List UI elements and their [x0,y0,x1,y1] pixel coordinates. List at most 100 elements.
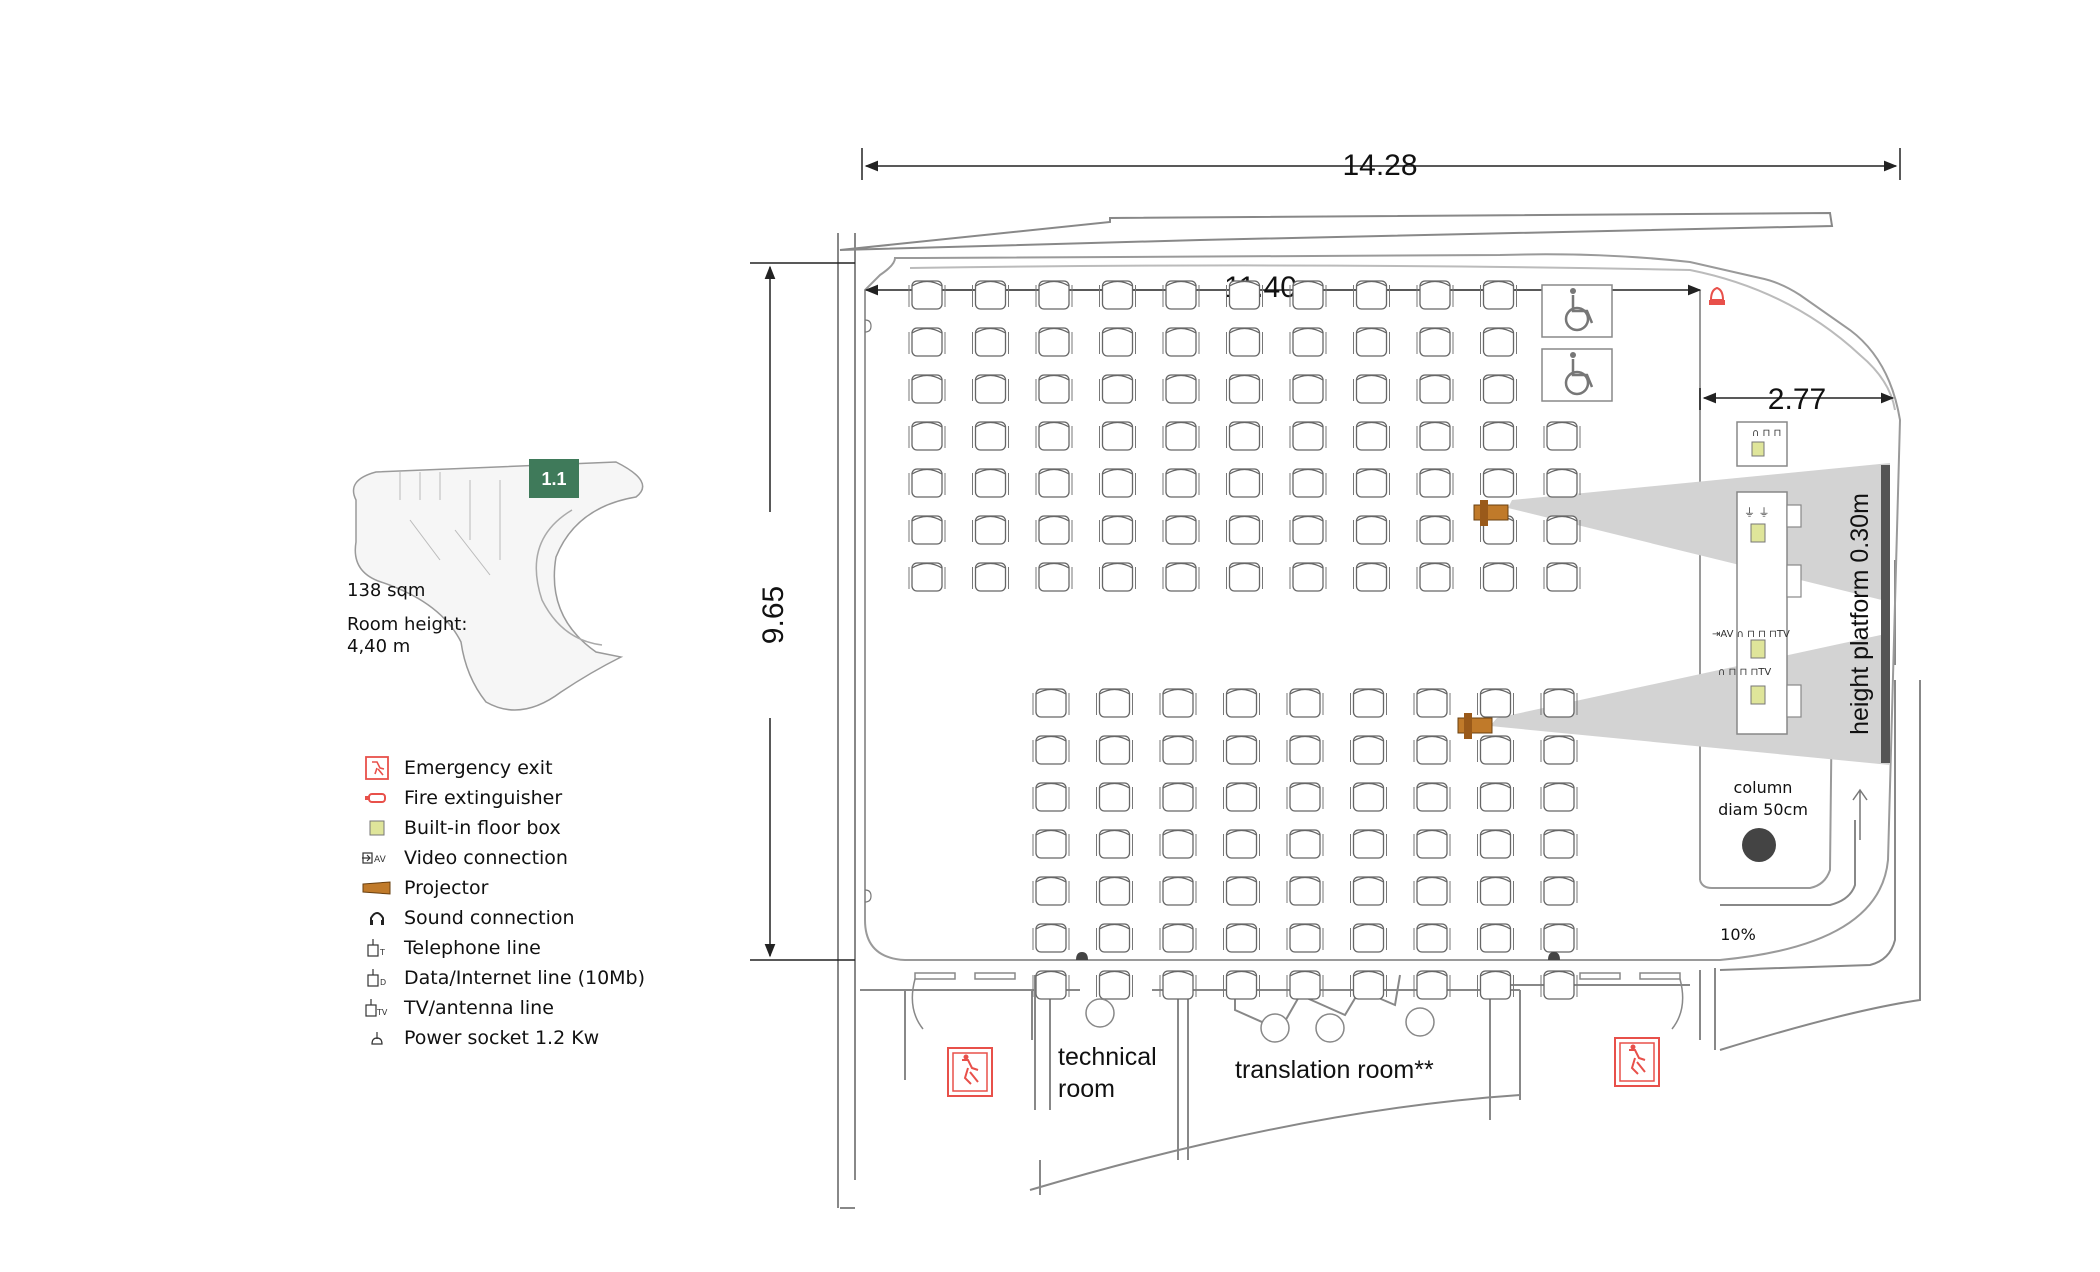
chair [971,327,1010,357]
chair [1479,421,1518,451]
chair [1159,876,1197,906]
chair [1352,468,1391,498]
chair [1159,688,1197,718]
chair [1479,374,1518,404]
chair [1352,327,1391,357]
translation-room-label: translation room** [1235,1056,1434,1084]
chair [1098,421,1137,451]
total-width-dimension: 14.28 [1342,149,1417,182]
chair [1289,421,1327,451]
chair [1476,829,1515,859]
platform-width-dimension: 2.77 [1768,383,1826,416]
legend-item-emergency-exit: Emergency exit [362,753,645,783]
column-diameter-label: diam 50cm [1718,800,1808,819]
depth-dimension: 9.65 [757,586,790,644]
chair [1162,374,1200,404]
chair [1416,515,1454,545]
chair [1476,688,1515,718]
chair [1035,327,1073,357]
tv-antenna-icon: TV [362,995,392,1021]
room-area: 138 sqm [347,580,426,601]
legend-label: Sound connection [404,907,575,929]
chair [1286,876,1324,906]
chair [1159,923,1197,953]
power-socket-icon [362,1025,392,1051]
legend-item-power-socket: Power socket 1.2 Kw [362,1023,645,1053]
technical-room-label-line2: room [1058,1075,1115,1103]
chair [1476,876,1515,906]
legend-label: Projector [404,877,489,899]
chair [1162,280,1200,310]
chair [971,421,1010,451]
chair [1352,515,1391,545]
chair [971,374,1010,404]
chair [1416,280,1454,310]
chair [1413,735,1451,765]
chair [1289,468,1327,498]
chair [1479,280,1518,310]
chair [1225,327,1264,357]
platform-height-label: height platform 0.30m [1846,493,1874,735]
chair [1479,562,1518,592]
chair [1543,562,1581,592]
chair [1222,688,1261,718]
chair [1476,735,1515,765]
chair [1032,923,1070,953]
wheelchair-space-icon [1540,347,1614,403]
svg-text:T: T [379,948,385,957]
chair [908,468,946,498]
chair [1222,970,1261,1000]
chair [1349,829,1388,859]
chair [1413,688,1451,718]
chair [1543,515,1581,545]
doors [911,972,1684,1030]
ramp-arrow-icon [1852,788,1868,840]
projector-icon [362,875,392,901]
chair [1222,829,1261,859]
column-label: column [1734,778,1793,797]
chair [1032,829,1070,859]
chair [1352,421,1391,451]
data-line-icon: D [362,965,392,991]
chair [1543,421,1581,451]
chair [1035,280,1073,310]
svg-text:∩ ⊓ ⊓ ⊓TV: ∩ ⊓ ⊓ ⊓TV [1718,667,1771,678]
chair [1349,782,1388,812]
legend-label: Power socket 1.2 Kw [404,1027,600,1049]
legend-label: Video connection [404,847,568,869]
chair [1286,688,1324,718]
chair [1222,735,1261,765]
chair [1476,970,1515,1000]
chair [1162,468,1200,498]
chair [1540,970,1578,1000]
chair [1479,468,1518,498]
chair [908,562,946,592]
chair [1095,970,1134,1000]
chair [1540,876,1578,906]
chair [1352,280,1391,310]
emergency-exit-icon [1614,1037,1660,1087]
floor-box-icon [362,815,392,841]
chair [1095,829,1134,859]
chair [1416,374,1454,404]
chair [1289,562,1327,592]
chair [1540,782,1578,812]
chair [1225,421,1264,451]
chair [1286,923,1324,953]
telephone-line-icon: T [362,935,392,961]
chair [1413,876,1451,906]
chair [1476,782,1515,812]
emergency-exit-icon [362,755,392,781]
chair [1225,562,1264,592]
chair [1035,468,1073,498]
legend-item-data-line: D Data/Internet line (10Mb) [362,963,645,993]
legend-item-floor-box: Built-in floor box [362,813,645,843]
key-plan-thumbnail: 1.1 [352,459,644,711]
column-icon [1742,828,1776,862]
chair [908,421,946,451]
svg-text:⇥AV ∩ ⊓ ⊓ ⊓TV: ⇥AV ∩ ⊓ ⊓ ⊓TV [1712,629,1790,640]
svg-text:AV: AV [374,855,387,865]
legend-label: Built-in floor box [404,817,561,839]
power-socket-icon [1548,952,1560,960]
wheelchair-space-icon [1540,283,1614,339]
